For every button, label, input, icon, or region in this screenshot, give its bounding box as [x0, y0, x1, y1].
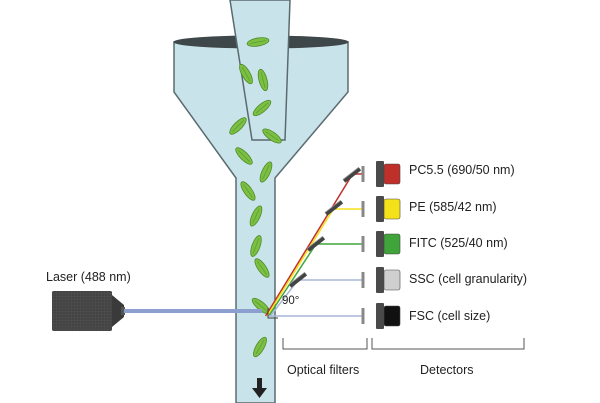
detectors-label: Detectors: [420, 363, 474, 377]
optical-filters-bracket: [282, 338, 368, 350]
section-brackets: [282, 338, 525, 350]
detector-housing: [376, 231, 384, 257]
mirror: [288, 271, 308, 288]
cells: [229, 37, 282, 358]
laser-label: Laser (488 nm): [46, 270, 131, 284]
detector-indicator: [383, 163, 401, 185]
cell: [246, 37, 270, 47]
laser-device: [52, 291, 125, 331]
emission-beam: [266, 207, 335, 317]
detector-housing: [376, 303, 384, 329]
mirror: [306, 235, 326, 252]
cell: [229, 117, 247, 135]
emission-beam: [264, 174, 353, 317]
detector-label-ssc: SSC (cell granularity): [409, 272, 528, 286]
optical-filter: [361, 236, 365, 252]
detector-label-pc55: PC5.5 (690/50 nm): [409, 163, 515, 177]
detector-housing: [376, 161, 384, 187]
beam-paths: [264, 173, 363, 317]
optical-filter: [361, 166, 365, 182]
cell: [250, 235, 262, 257]
cell: [252, 99, 272, 117]
cell: [249, 205, 263, 227]
detector-indicator: [383, 269, 401, 291]
cell: [259, 161, 273, 183]
cell: [262, 128, 282, 144]
flow-direction-arrow: [252, 378, 267, 398]
mirror: [342, 166, 362, 183]
cell: [240, 181, 256, 201]
optical-filter: [361, 201, 365, 217]
cell: [257, 68, 269, 92]
detector-indicator: [383, 198, 401, 220]
detector-array: [361, 161, 401, 329]
angle-marker: [267, 308, 278, 319]
detector-indicator: [383, 233, 401, 255]
optical-filters-label: Optical filters: [287, 363, 360, 377]
detector-label-fitc: FITC (525/40 nm): [409, 236, 508, 250]
optical-filter: [361, 272, 365, 288]
cell: [235, 147, 253, 165]
optical-filter: [361, 308, 365, 324]
emission-beam: [268, 243, 317, 317]
detector-label-fsc: FSC (cell size): [409, 309, 491, 323]
dichroic-mirrors: [288, 166, 362, 288]
cell: [239, 63, 253, 85]
detectors-bracket: [371, 338, 525, 350]
detector-housing: [376, 267, 384, 293]
mirror: [324, 199, 344, 216]
detector-indicator: [383, 305, 401, 327]
flow-chamber: [173, 41, 349, 403]
angle-label: 90°: [282, 295, 300, 307]
detector-label-pe: PE (585/42 nm): [409, 200, 497, 214]
cell: [254, 258, 270, 278]
cell: [253, 336, 267, 358]
detector-housing: [376, 196, 384, 222]
